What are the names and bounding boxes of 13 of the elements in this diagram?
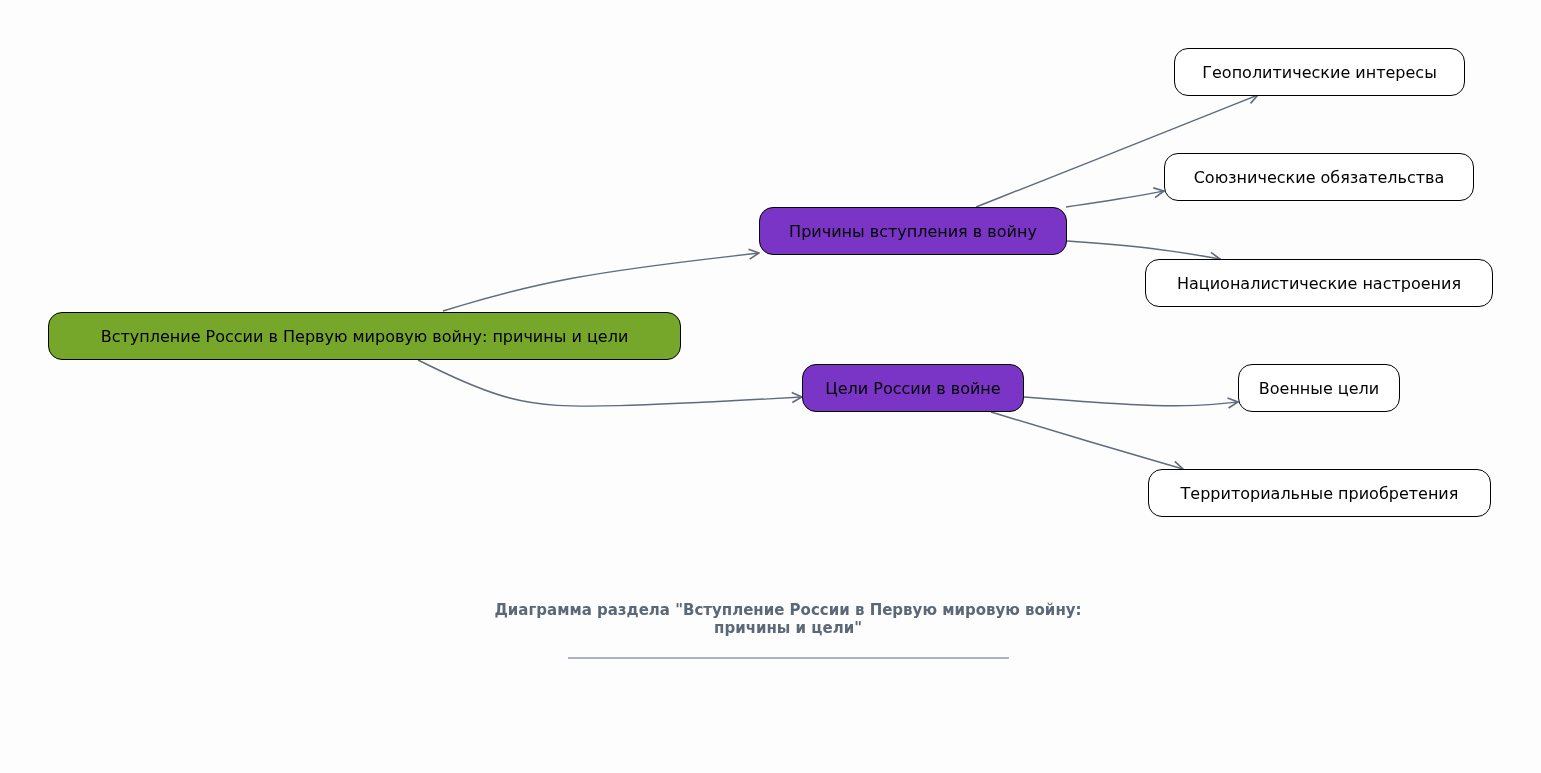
subtopic-box: Цели России в войне <box>802 364 1024 412</box>
item-box: Военные цели <box>1238 364 1400 412</box>
item-box: Территориальные приобретения <box>1148 469 1491 517</box>
arrow <box>1065 187 1165 208</box>
item-box: Геополитические интересы <box>1174 48 1465 96</box>
arrow <box>1023 396 1239 409</box>
arrow <box>442 248 760 312</box>
arrow <box>417 359 803 407</box>
topic-box: Вступление России в Первую мировую войну: причины и цели <box>48 312 681 360</box>
item-box: Союзнические обязательства <box>1164 153 1474 201</box>
item-box: Националистические настроения <box>1145 259 1493 307</box>
subtopic-box: Причины вступления в войну <box>759 207 1067 255</box>
caption: Диаграмма раздела "Вступление России в Первую мировую войну: причины и цели" <box>493 601 1083 637</box>
